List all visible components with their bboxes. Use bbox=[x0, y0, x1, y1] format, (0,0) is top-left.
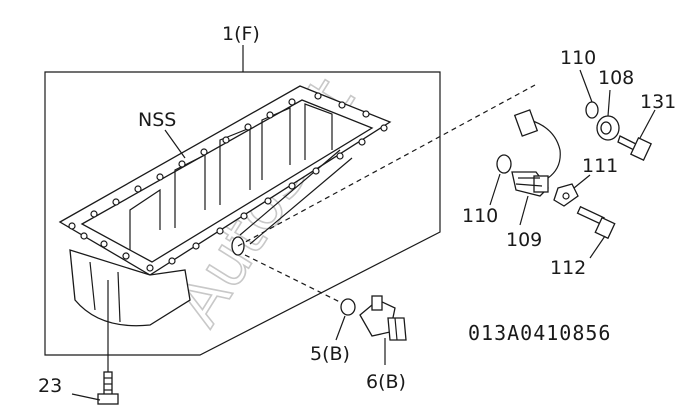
oring-110-lower bbox=[496, 154, 512, 174]
sensor-109 bbox=[511, 109, 561, 197]
bolt-23 bbox=[97, 371, 119, 405]
label-oring-110-upper: 110 bbox=[560, 47, 596, 69]
label-oil-pan: 1(F) bbox=[222, 23, 260, 45]
leader-131 bbox=[639, 109, 656, 139]
bolt-112 bbox=[576, 205, 616, 240]
leader-111 bbox=[573, 174, 591, 189]
leader-112 bbox=[589, 235, 606, 259]
plug-108 bbox=[596, 115, 620, 141]
leader-110-upper bbox=[579, 69, 593, 103]
drain-cock-6b bbox=[359, 295, 407, 341]
oil-pan bbox=[58, 85, 392, 327]
label-plug-108: 108 bbox=[598, 67, 634, 89]
axis-sensor bbox=[237, 84, 536, 247]
label-oring-110-lower: 110 bbox=[462, 205, 498, 227]
leader-nss bbox=[164, 129, 186, 159]
leader-108 bbox=[607, 89, 611, 117]
label-clip-111: 111 bbox=[582, 155, 618, 177]
clip-111 bbox=[553, 183, 579, 207]
oring-110-upper bbox=[585, 101, 599, 119]
leader-23 bbox=[71, 393, 101, 401]
label-gasket-5b: 5(B) bbox=[310, 343, 350, 365]
gasket-5b bbox=[340, 298, 356, 316]
label-bolt-131: 131 bbox=[640, 91, 676, 113]
bolt-131 bbox=[617, 135, 653, 161]
leader-5b bbox=[335, 315, 346, 341]
label-nss: NSS bbox=[138, 109, 176, 131]
leader-110-lower bbox=[489, 173, 501, 206]
label-bolt-23: 23 bbox=[38, 375, 62, 397]
assembly-frame bbox=[44, 71, 441, 356]
label-sensor-109: 109 bbox=[506, 229, 542, 251]
label-drain-cock-6b: 6(B) bbox=[366, 371, 406, 393]
label-bolt-112: 112 bbox=[550, 257, 586, 279]
diagram-code: 013A0410856 bbox=[468, 321, 611, 345]
axis-drain bbox=[244, 254, 353, 309]
leader-109 bbox=[519, 195, 529, 226]
